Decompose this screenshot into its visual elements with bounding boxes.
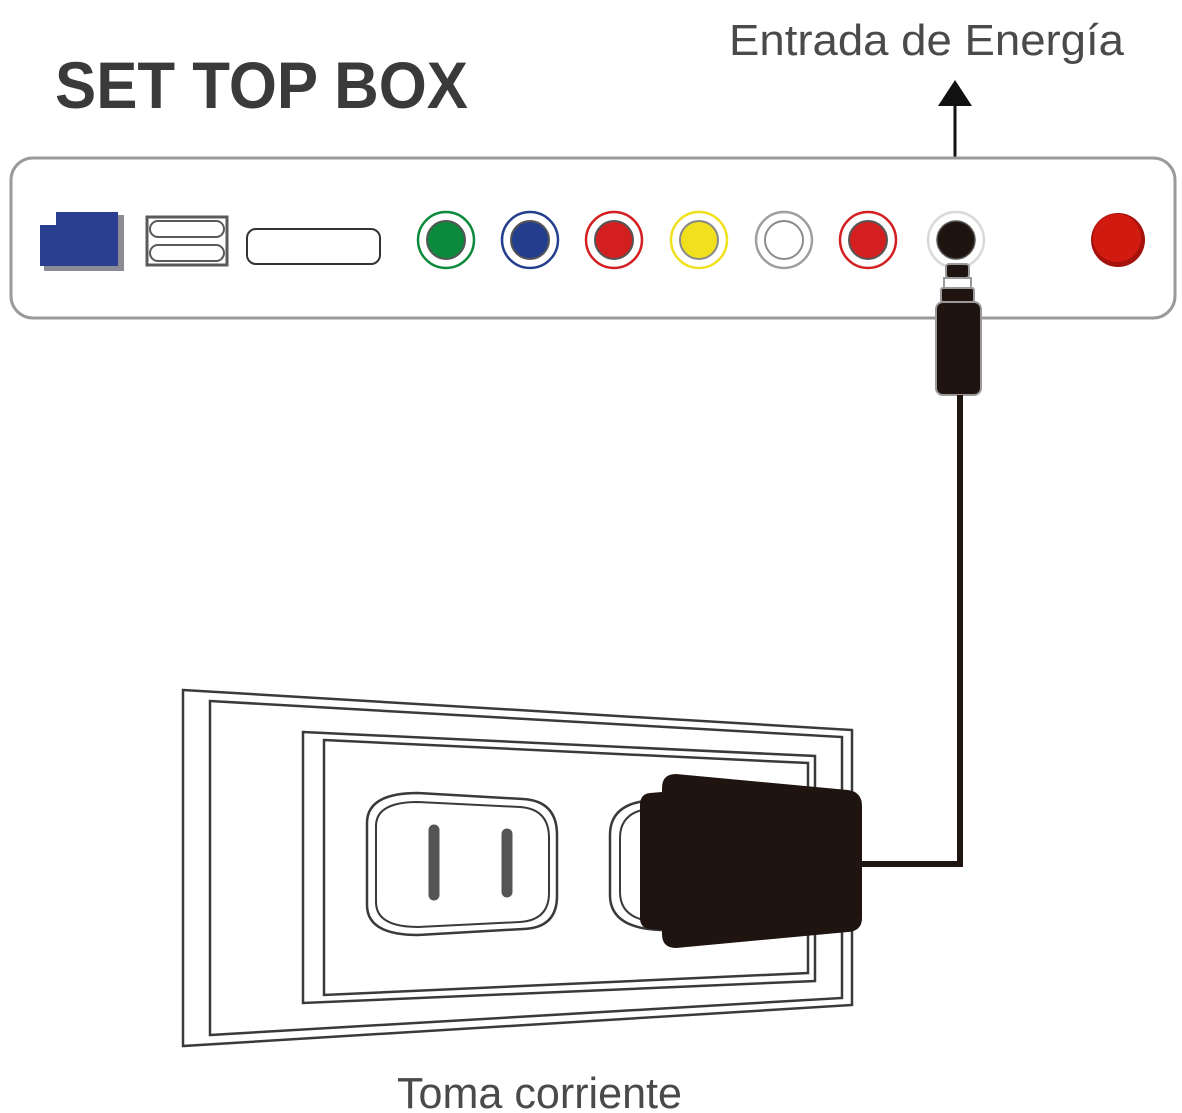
power-plug-connector [935, 263, 982, 396]
device-title: SET TOP BOX [55, 48, 468, 122]
rca-connector-blue [500, 210, 560, 270]
power-led-icon [1091, 213, 1145, 267]
usb-port-icon [145, 215, 229, 267]
power-adapter-icon [640, 774, 862, 948]
power-input-label: Entrada de Energía [729, 16, 1125, 65]
outlet-socket-left [365, 791, 559, 937]
rca-connector-white [754, 210, 814, 270]
rca-connector-yellow [669, 210, 729, 270]
power-jack-icon [926, 210, 986, 270]
power-cable [860, 395, 963, 867]
set-top-box-panel [9, 156, 1177, 320]
ethernet-port-icon [40, 212, 124, 271]
rca-connector-green [416, 210, 476, 270]
card-slot-icon [246, 228, 381, 265]
rca-connector-red-2 [838, 210, 898, 270]
outlet-label: Toma corriente [397, 1069, 682, 1113]
rca-connector-red [584, 210, 644, 270]
